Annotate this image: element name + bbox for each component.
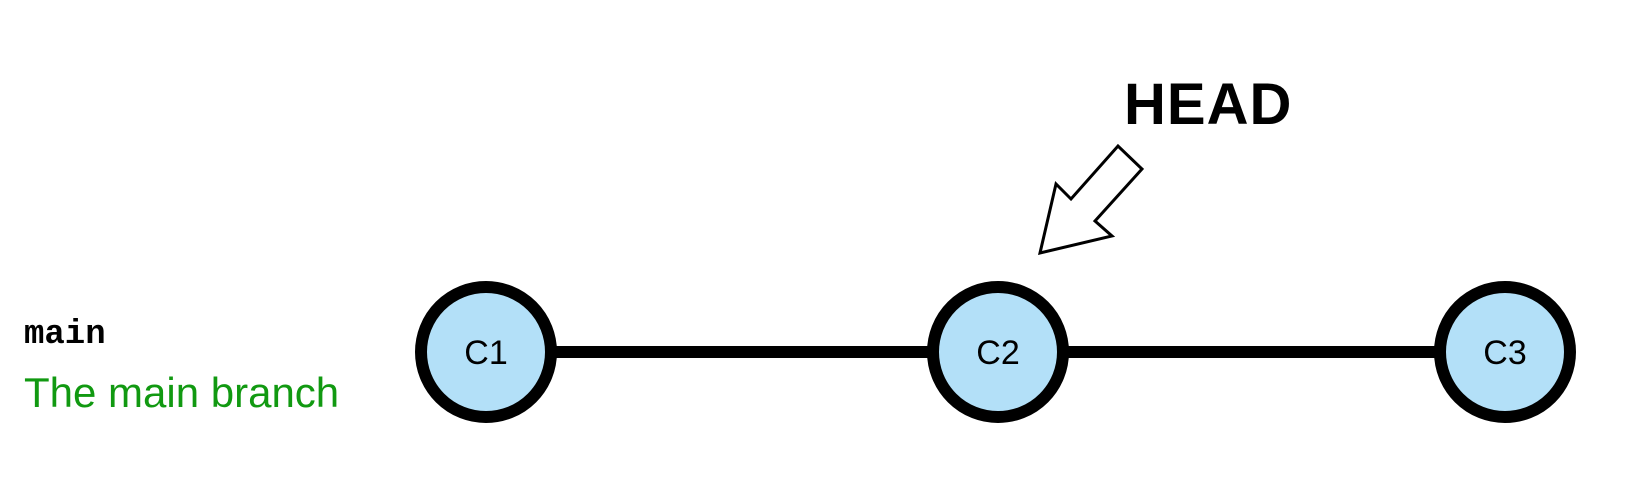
head-arrow-icon [1037, 143, 1145, 256]
commit-node-c2: C2 [927, 281, 1069, 423]
commit-node-c1: C1 [415, 281, 557, 423]
commit-circle [1434, 281, 1576, 423]
branch-name: main [24, 316, 106, 354]
commit-circle [927, 281, 1069, 423]
commit-label: C3 [1483, 334, 1526, 372]
commit-circle [415, 281, 557, 423]
commit-label: C2 [976, 334, 1019, 372]
head-label: HEAD [1124, 72, 1293, 137]
commit-node-c3: C3 [1434, 281, 1576, 423]
commit-label: C1 [464, 334, 507, 372]
branch-description: The main branch [24, 369, 340, 416]
